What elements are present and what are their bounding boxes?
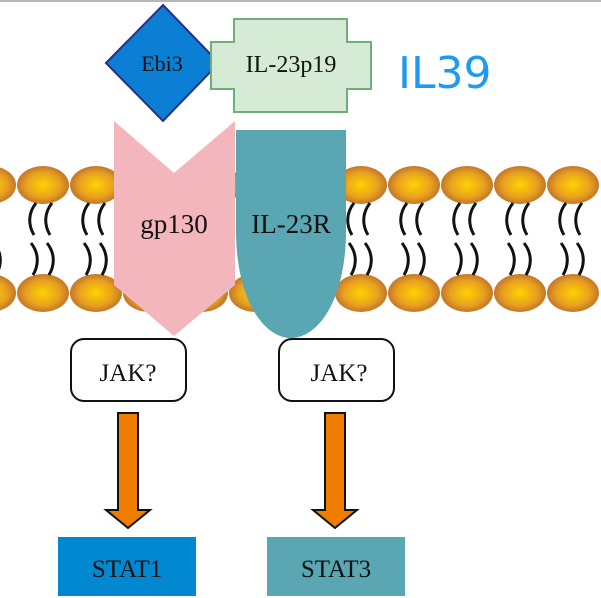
- ebi3-subunit: Ebi3: [104, 3, 221, 123]
- lipid-head-inner: [388, 274, 440, 312]
- lipid-tail: [506, 242, 516, 276]
- lipid-head-outer: [441, 166, 493, 204]
- stat1-label: STAT1: [92, 556, 162, 583]
- lipid-tail: [505, 202, 515, 236]
- cytokine-title: IL39: [398, 48, 491, 99]
- il23r-receptor: IL-23R: [236, 130, 346, 338]
- jak-right-label: JAK?: [311, 360, 368, 387]
- gp130-label: gp130: [140, 209, 208, 239]
- gp130-receptor: gp130: [114, 121, 235, 336]
- lipid-tail: [400, 242, 410, 276]
- lipid-tail: [98, 242, 108, 276]
- lipid-head-inner: [70, 274, 122, 312]
- jak-left: JAK?: [70, 338, 187, 402]
- lipid-tail: [28, 202, 38, 236]
- lipid-tail: [81, 202, 91, 236]
- lipid-head-outer: [0, 167, 16, 203]
- lipid-head-outer: [70, 166, 122, 204]
- lipid-tail: [347, 242, 357, 276]
- lipid-head-inner: [17, 274, 69, 312]
- lipid-tail: [452, 202, 462, 236]
- lipid-tail: [29, 242, 39, 276]
- lipid-tail: [82, 242, 92, 276]
- stat1-box: STAT1: [58, 537, 196, 596]
- lipid-head-outer: [17, 166, 69, 204]
- lipid-tail: [97, 202, 107, 236]
- stat3-box: STAT3: [267, 537, 405, 596]
- lipid-tail: [574, 202, 584, 236]
- lipid-tail: [346, 202, 356, 236]
- arrow-left: [103, 412, 153, 530]
- lipid-head-inner: [0, 275, 16, 311]
- lipid-head-outer: [547, 166, 599, 204]
- lipid-tail: [362, 202, 372, 236]
- lipid-head-outer: [335, 166, 387, 204]
- lipid-tail: [575, 242, 585, 276]
- il23p19-label: IL-23p19: [246, 52, 337, 78]
- lipid-tail: [453, 242, 463, 276]
- lipid-tail: [416, 242, 426, 276]
- lipid-tail: [522, 242, 532, 276]
- lipid-tail: [521, 202, 531, 236]
- il23p19-subunit: IL-23p19: [210, 18, 372, 113]
- lipid-tail: [44, 202, 54, 236]
- lipid-head-inner: [441, 274, 493, 312]
- lipid-tail: [468, 202, 478, 236]
- lipid-tail: [363, 242, 373, 276]
- lipid-head-inner: [547, 274, 599, 312]
- lipid-head-inner: [494, 274, 546, 312]
- lipid-head-outer: [388, 166, 440, 204]
- lipid-tail: [415, 202, 425, 236]
- ebi3-label: Ebi3: [141, 51, 183, 76]
- lipid-head-outer: [494, 166, 546, 204]
- lipid-tail: [559, 242, 569, 276]
- lipid-tail: [469, 242, 479, 276]
- il23r-label: IL-23R: [251, 209, 330, 239]
- arrow-right: [310, 412, 360, 530]
- lipid-tail: [45, 242, 55, 276]
- jak-left-label: JAK?: [100, 360, 157, 387]
- stat3-label: STAT3: [301, 556, 371, 583]
- jak-right: JAK?: [278, 338, 395, 402]
- lipid-tail: [558, 202, 568, 236]
- lipid-tail: [399, 202, 409, 236]
- lipid-head-inner: [335, 274, 387, 312]
